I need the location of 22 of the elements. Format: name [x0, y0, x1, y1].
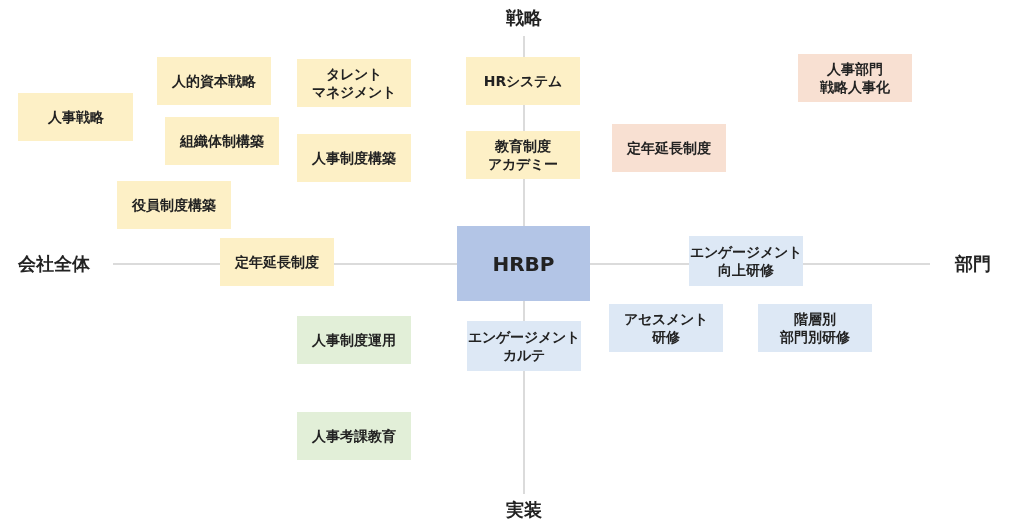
topic-box: 定年延長制度	[612, 124, 726, 172]
topic-box: 定年延長制度	[220, 238, 334, 286]
topic-box: エンゲージメント向上研修	[689, 236, 803, 286]
topic-box: 人事制度構築	[297, 134, 411, 182]
topic-box: タレントマネジメント	[297, 59, 411, 107]
hub-box: HRBP	[457, 226, 590, 301]
topic-box: 組織体制構築	[165, 117, 279, 165]
topic-box: エンゲージメントカルテ	[467, 321, 581, 371]
topic-box: 教育制度アカデミー	[466, 131, 580, 179]
topic-box: アセスメント研修	[609, 304, 723, 352]
axis-label: 部門	[955, 252, 991, 276]
topic-box: 人事考課教育	[297, 412, 411, 460]
topic-box: 人事戦略	[18, 93, 133, 141]
axis-label: 戦略	[506, 6, 542, 30]
axis-label: 会社全体	[18, 252, 90, 276]
topic-box: 役員制度構築	[117, 181, 231, 229]
axis-label: 実装	[506, 498, 542, 522]
topic-box: 人事制度運用	[297, 316, 411, 364]
topic-box: 人的資本戦略	[157, 57, 271, 105]
topic-box: 階層別部門別研修	[758, 304, 872, 352]
topic-box: HRシステム	[466, 57, 580, 105]
topic-box: 人事部門戦略人事化	[798, 54, 912, 102]
